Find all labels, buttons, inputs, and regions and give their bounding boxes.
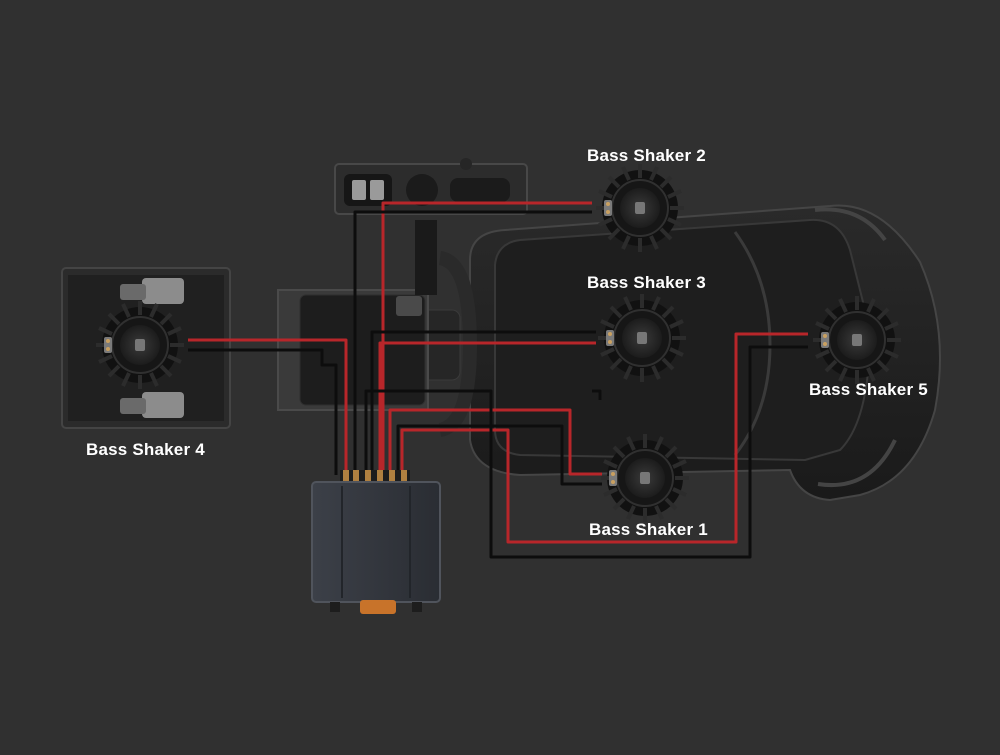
shaker-4-label: Bass Shaker 4 bbox=[86, 440, 205, 459]
seat-icon bbox=[469, 204, 941, 502]
shaker-5-label: Bass Shaker 5 bbox=[809, 380, 928, 399]
shaker-1-label: Bass Shaker 1 bbox=[589, 520, 708, 539]
amplifier-icon bbox=[311, 470, 441, 614]
shaker-3-label: Bass Shaker 3 bbox=[587, 273, 706, 292]
wheel-base-icon bbox=[277, 220, 437, 411]
wiring bbox=[188, 201, 808, 559]
shaker-2-label: Bass Shaker 2 bbox=[587, 146, 706, 165]
shifter-icon bbox=[334, 158, 528, 215]
